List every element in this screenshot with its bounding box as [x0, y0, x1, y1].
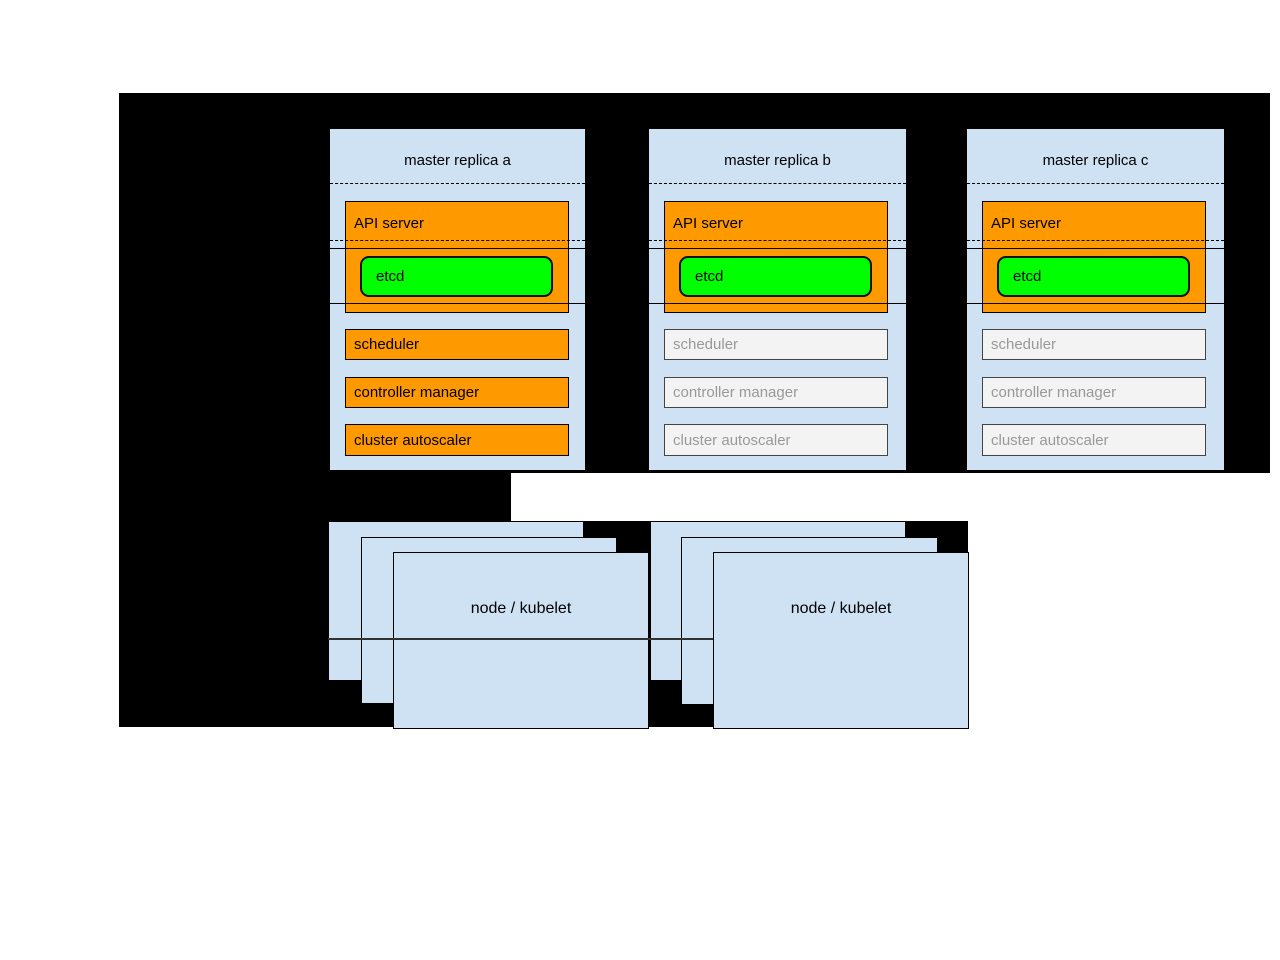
component-cluster-autoscaler: cluster autoscaler [664, 424, 888, 456]
etcd-band-bottom-line [330, 303, 585, 304]
master-replica-c-title: master replica c [1042, 152, 1149, 169]
etcd-box: etcd [997, 256, 1190, 297]
etcd-box: etcd [360, 256, 553, 297]
master-replica-c-box: master replica c API server etcd schedul… [967, 129, 1224, 470]
master-replica-b-title: master replica b [724, 152, 831, 169]
etcd-band-top-line [649, 248, 906, 249]
api-server-label: API server [354, 214, 425, 232]
api-server-label: API server [991, 214, 1062, 232]
component-cluster-autoscaler: cluster autoscaler [345, 424, 569, 456]
divider-dashed-top [330, 183, 585, 184]
component-scheduler: scheduler [345, 329, 569, 360]
divider-dashed-mid [330, 240, 585, 241]
etcd-band-top-line [967, 248, 1224, 249]
component-controller-manager: controller manager [982, 377, 1206, 408]
divider-dashed-mid [967, 240, 1224, 241]
etcd-box: etcd [679, 256, 872, 297]
node-kubelet-label: node / kubelet [470, 600, 572, 617]
etcd-band-top-line [330, 248, 585, 249]
master-replica-a-title: master replica a [404, 152, 511, 169]
component-scheduler: scheduler [982, 329, 1206, 360]
etcd-band-bottom-line [967, 303, 1224, 304]
master-replica-a-box: master replica a API server etcd schedul… [330, 129, 585, 470]
divider-dashed-top [649, 183, 906, 184]
api-server-label: API server [673, 214, 744, 232]
divider-dashed-top [967, 183, 1224, 184]
etcd-band-bottom-line [649, 303, 906, 304]
divider-dashed-mid [649, 240, 906, 241]
node-box-front: node / kubelet [393, 552, 649, 729]
node-kubelet-label: node / kubelet [790, 600, 892, 617]
component-controller-manager: controller manager [345, 377, 569, 408]
component-scheduler: scheduler [664, 329, 888, 360]
master-replica-b-box: master replica b API server etcd schedul… [649, 129, 906, 470]
component-cluster-autoscaler: cluster autoscaler [982, 424, 1206, 456]
node-box-front: node / kubelet [713, 552, 969, 729]
component-controller-manager: controller manager [664, 377, 888, 408]
node-divider-line [328, 638, 713, 640]
